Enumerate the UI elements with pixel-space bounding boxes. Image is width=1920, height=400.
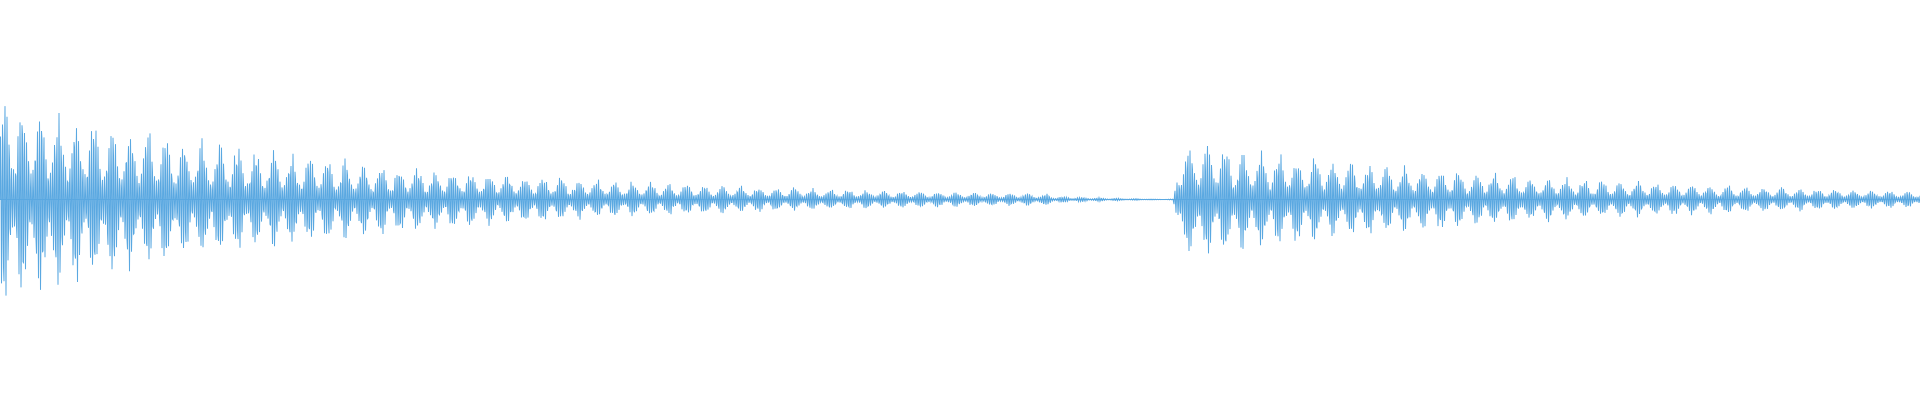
waveform-path — [0, 106, 1920, 296]
